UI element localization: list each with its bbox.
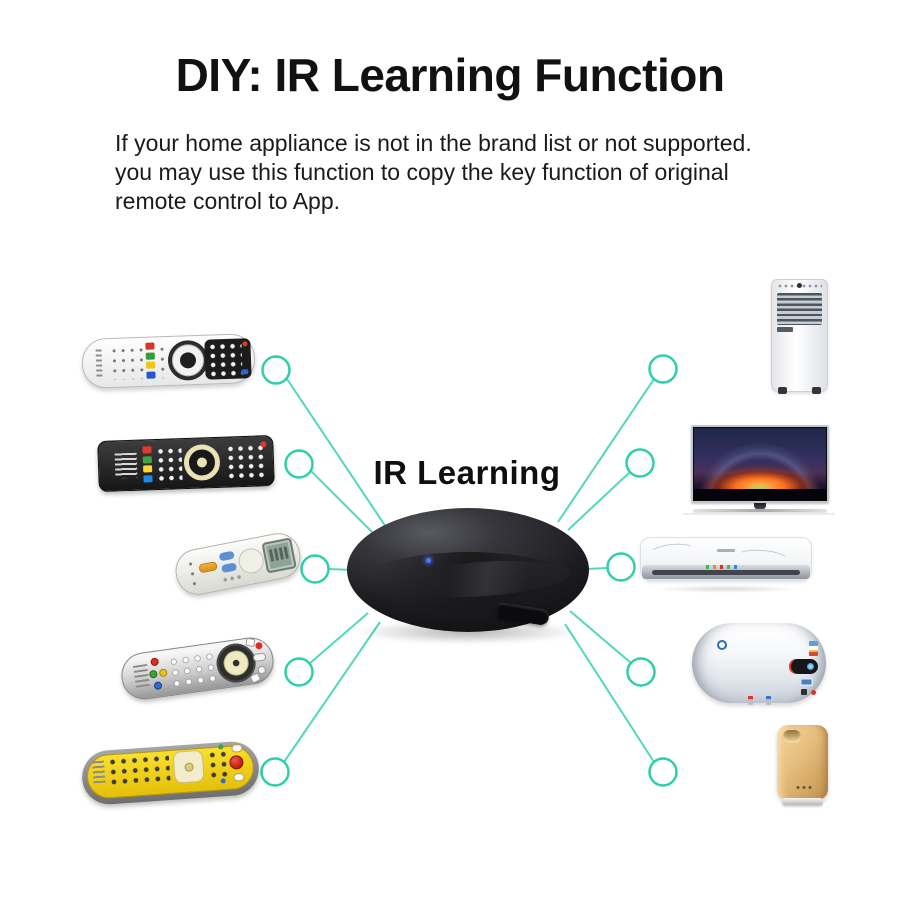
colored-keys (145, 342, 156, 380)
vent-slit (652, 570, 800, 575)
tv-stand-base (693, 509, 827, 512)
control-panel (777, 283, 822, 289)
yellow-cable-remote (80, 739, 261, 807)
button-grid (167, 650, 219, 689)
blue-function-key (241, 369, 249, 375)
horizon-silhouette (694, 489, 826, 500)
small-keys (157, 344, 167, 379)
brand-text (95, 349, 103, 378)
red-key (142, 446, 152, 454)
page-title: DIY: IR Learning Function (175, 49, 725, 101)
power-key (242, 341, 248, 347)
yellow-key (143, 465, 153, 473)
blue-key (143, 474, 153, 482)
brand-text (92, 760, 106, 784)
white-tv-remote (81, 332, 256, 390)
handle-notch (783, 730, 801, 743)
tv-stand-neck (754, 503, 766, 509)
intro-line-1: If your home appliance is not in the bra… (115, 130, 752, 156)
brand-text (133, 664, 150, 688)
air-purifier (777, 725, 828, 807)
vent-strip (642, 565, 810, 579)
control-display (789, 659, 818, 674)
red-key (145, 342, 155, 350)
drop-shadow (652, 585, 800, 593)
lcd-screen (261, 537, 297, 574)
purifier-base (782, 798, 823, 805)
control-buttons (795, 786, 813, 789)
lcd-digits (268, 546, 289, 562)
vent-grille (777, 293, 822, 325)
hot-valve (748, 696, 753, 705)
wheel-right (812, 387, 821, 394)
blue-key (146, 370, 156, 379)
brand-logo (717, 640, 727, 650)
energy-sticker (809, 641, 818, 656)
silver-universal-remote (118, 634, 277, 703)
water-heater (692, 623, 826, 709)
green-key (145, 351, 155, 360)
button-grid-left (106, 753, 171, 788)
number-keys (207, 341, 243, 377)
split-air-conditioner (640, 537, 812, 597)
decor-swirl-left (648, 541, 696, 563)
indicator-lights (706, 565, 752, 569)
power-dot (797, 283, 802, 288)
wheel-left (778, 387, 787, 394)
cold-valve (766, 696, 771, 705)
small-mark (801, 689, 807, 695)
info-label (800, 678, 813, 686)
button-grid-right (206, 748, 230, 781)
ir-blaster-device (347, 508, 589, 644)
green-key (142, 455, 152, 464)
black-tv-remote (97, 434, 275, 493)
button-grid (109, 344, 145, 381)
portable-air-conditioner (771, 279, 828, 394)
tv-bezel (691, 425, 829, 503)
white-key-bottom (233, 772, 245, 782)
vent-tab (777, 327, 793, 332)
intro-line-2: you may use this function to copy the ke… (115, 159, 729, 185)
ac-remote-with-lcd (171, 529, 305, 599)
yellow-key (146, 361, 156, 369)
intro-text: If your home appliance is not in the bra… (115, 129, 815, 216)
hub-label: IR Learning (373, 454, 561, 491)
colored-keys (142, 446, 153, 484)
brand-mark (717, 549, 735, 552)
tv-reflection (683, 513, 835, 515)
tv-screen (694, 428, 826, 500)
red-dot (811, 690, 816, 695)
corner-key-top (245, 637, 256, 648)
television (683, 425, 835, 515)
intro-line-3: remote control to App. (115, 188, 341, 214)
button-grid-left (155, 446, 183, 484)
brand-text (114, 452, 138, 479)
dpad (172, 749, 205, 784)
led-indicator (426, 558, 431, 563)
button-grid-right (225, 443, 267, 481)
number-pad (204, 338, 252, 380)
white-key-top (231, 743, 243, 753)
display-light (807, 663, 814, 670)
